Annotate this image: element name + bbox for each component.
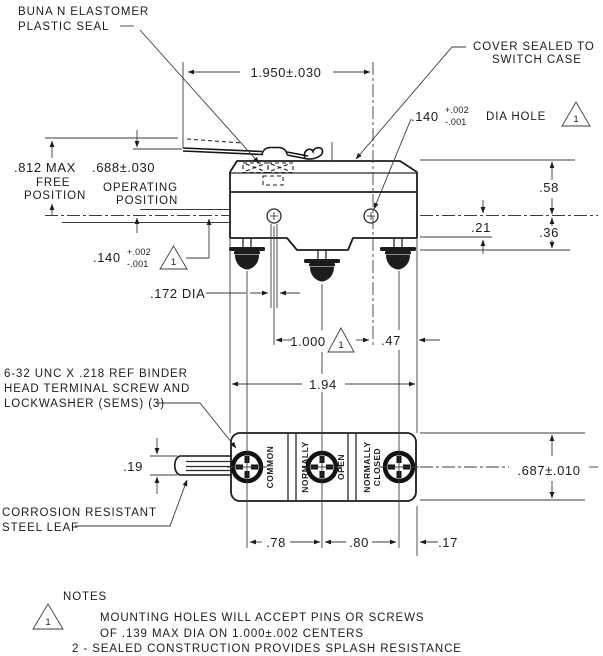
side-view — [182, 138, 418, 282]
terminal-label-normally: NORMALLY — [300, 441, 310, 492]
screw-note-line3: LOCKWASHER (SEMS) (3) — [4, 398, 165, 410]
screw-note-line2: HEAD TERMINAL SCREW AND — [4, 383, 190, 395]
flag-triangle-centers — [327, 327, 355, 353]
free-position-value: .812 MAX — [14, 160, 76, 175]
screw-note-line1: 6-32 UNC X .218 REF BINDER — [4, 368, 188, 380]
operating-position-line2: POSITION — [116, 195, 178, 207]
free-position-line1: FREE — [36, 177, 70, 189]
terminal-label-normally-2: NORMALLY — [362, 441, 372, 492]
operating-position-line1: OPERATING — [103, 182, 178, 194]
note1-line2: OF .139 MAX DIA ON 1.000±.002 CENTERS — [100, 628, 364, 640]
note2: 2 - SEALED CONSTRUCTION PROVIDES SPLASH … — [72, 643, 462, 655]
hole-callout-top: .140 +.002 -.001 DIA HOLE 1 — [411, 101, 591, 127]
text-annotations: BUNA N ELASTOMER PLASTIC SEAL COVER SEAL… — [2, 6, 595, 550]
mounting-hole-left — [266, 208, 282, 224]
note1-line1: MOUNTING HOLES WILL ACCEPT PINS OR SCREW… — [100, 612, 424, 624]
cover-sealed-label-line2: SWITCH CASE — [492, 54, 582, 66]
buna-seal-label-line2: PLASTIC SEAL — [18, 21, 109, 33]
leaf-free-position — [186, 138, 244, 144]
dim-body-width: 1.94 — [309, 377, 337, 392]
terminal-screw-side-left — [229, 238, 265, 270]
terminal-label-common: COMMON — [265, 446, 275, 489]
dim-leaf-width: .19 — [123, 459, 143, 474]
dim-top-width: 1.950±.030 — [251, 65, 322, 80]
flag-number-centers: 1 — [338, 340, 343, 351]
dimension-arrows — [49, 25, 555, 545]
flag-number-notes: 1 — [45, 617, 50, 628]
switch-case-outline — [229, 160, 418, 251]
hole-top-value: .140 — [411, 109, 439, 124]
dim-hole-dia: .172 DIA — [150, 286, 205, 301]
notes-title: NOTES — [63, 591, 107, 603]
leaf-lever — [182, 142, 333, 161]
hole-left-tol-minus: -.001 — [127, 259, 149, 269]
notes-section: NOTES 1 MOUNTING HOLES WILL ACCEPT PINS … — [32, 591, 462, 655]
cover-sealed-label-line1: COVER SEALED TO — [473, 41, 595, 53]
mounting-hole-right — [363, 208, 379, 224]
flag-number-top: 1 — [573, 114, 578, 125]
hole-top-tol-minus: -.001 — [445, 117, 467, 127]
terminal-label-closed: CLOSED — [372, 448, 382, 486]
flag-triangle-left — [159, 245, 188, 270]
dim-top-to-center: .58 — [539, 180, 559, 195]
dim-term-spacing-1: .78 — [266, 535, 286, 550]
steel-leaf-bottom — [173, 455, 231, 476]
dim-hole-centers: 1.000 — [290, 334, 326, 349]
hole-centers-dim: 1.000 1 — [290, 327, 355, 353]
elastomer-seal-hidden — [242, 162, 294, 186]
operating-position-dim: .688±.030 OPERATING POSITION — [92, 160, 178, 207]
leaf-note-line1: CORROSION RESISTANT — [2, 507, 157, 519]
bottom-view: COMMON NORMALLY OPEN NORMALLY CLOSED — [173, 432, 419, 502]
flag-triangle-notes — [32, 603, 64, 630]
dim-block-height: .687±.010 — [517, 463, 580, 478]
hole-left-tol-plus: +.002 — [127, 247, 151, 257]
operating-position-value: .688±.030 — [92, 160, 155, 175]
terminal-screw-side-right — [380, 238, 416, 270]
dim-edge-offset: .47 — [381, 333, 401, 348]
terminal-label-open: OPEN — [336, 454, 346, 480]
terminal-block-dividers — [287, 433, 357, 501]
dim-center-to-base: .21 — [471, 220, 491, 235]
dim-term-spacing-2: .80 — [349, 535, 369, 550]
dim-base-band: .36 — [539, 225, 559, 240]
hole-left-value: .140 — [93, 250, 121, 265]
extension-lines — [45, 62, 598, 556]
flag-triangle-top — [561, 101, 591, 127]
free-position-dim: .812 MAX FREE POSITION — [14, 160, 86, 202]
leaf-note-line2: STEEL LEAF — [2, 522, 79, 534]
leaf-note: CORROSION RESISTANT STEEL LEAF — [2, 507, 157, 534]
terminal-screw-side-middle — [304, 250, 340, 282]
flag-number-left: 1 — [171, 257, 176, 268]
hole-callout-left: .140 +.002 -.001 1 — [93, 245, 188, 270]
dim-term-edge: .17 — [438, 535, 458, 550]
free-position-line2: POSITION — [24, 190, 86, 202]
screw-note: 6-32 UNC X .218 REF BINDER HEAD TERMINAL… — [4, 368, 190, 410]
buna-seal-label-line1: BUNA N ELASTOMER — [18, 6, 149, 18]
hole-top-suffix: DIA HOLE — [486, 111, 546, 123]
hole-top-tol-plus: +.002 — [445, 105, 469, 115]
